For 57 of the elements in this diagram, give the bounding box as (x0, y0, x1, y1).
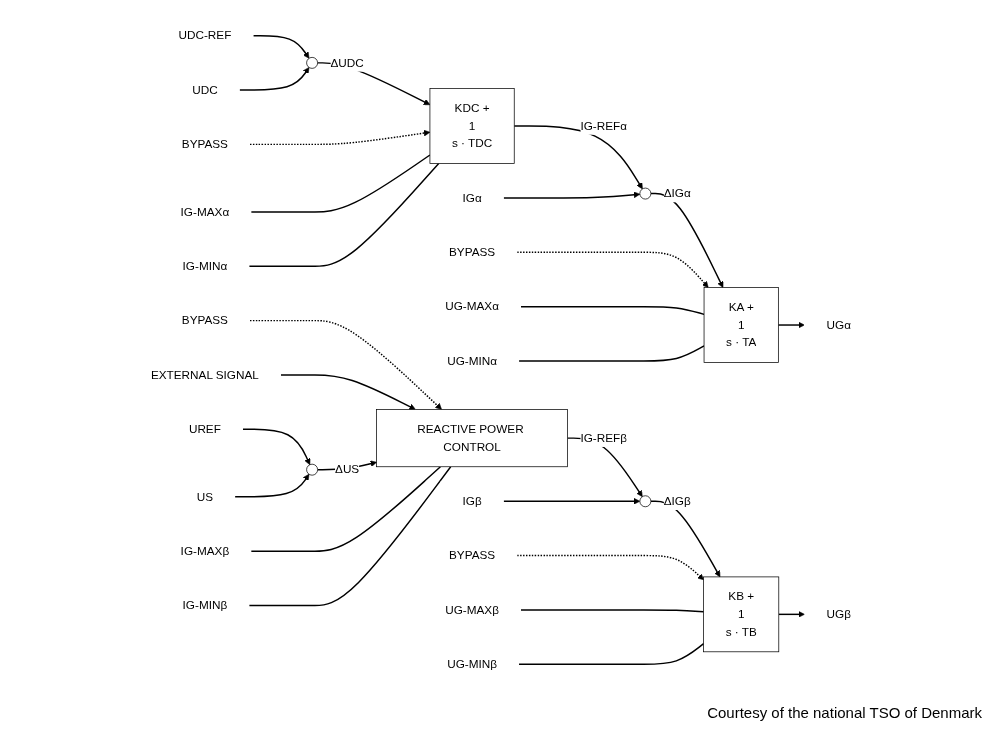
connector (250, 466, 442, 552)
arrow (239, 67, 310, 91)
edge-label: ΔUDC (330, 56, 364, 69)
arrow (249, 129, 431, 146)
connector (248, 466, 452, 607)
arrow (252, 34, 310, 59)
node-circle (639, 187, 652, 200)
node-text: UG-MAXβ (445, 603, 500, 616)
node-text: UREF (188, 422, 221, 436)
node-text: BYPASS (449, 548, 496, 562)
node-text: IG-MAXα (180, 205, 230, 218)
arrow (650, 192, 724, 288)
edge-label: ΔUS (335, 463, 360, 476)
node-text: BYPASS (181, 314, 229, 327)
node-text: US (196, 490, 214, 503)
node-text: IG-MAXβ (180, 544, 230, 558)
node-text: UDC-REF (178, 29, 232, 42)
node-circle (639, 495, 652, 508)
node-text: UG-MAXα (445, 300, 500, 313)
arrow (503, 191, 641, 199)
edge-label: ΔIGβ (663, 494, 691, 508)
edge-label: IG-REFα (580, 119, 628, 132)
node-box: KDC + 1 s · TDC (429, 88, 515, 164)
node-text: UG-MINβ (447, 657, 498, 671)
arrow (249, 319, 442, 410)
node-text: IG-MINβ (182, 598, 228, 612)
connector (518, 345, 705, 362)
arrow (234, 473, 310, 498)
node-text: IG-MINα (182, 259, 228, 273)
node-box: KA + 1 s · TA (703, 287, 779, 363)
node-box: REACTIVE POWER CONTROL (376, 409, 568, 468)
node-text: IGβ (462, 494, 482, 508)
arrow (503, 498, 641, 505)
node-circle (306, 57, 319, 69)
edge-label: IG-REFβ (580, 431, 628, 444)
node-text: UDC (192, 83, 218, 96)
connector (248, 162, 440, 267)
arrow (280, 374, 416, 410)
node-text: UGβ (826, 607, 851, 621)
edge-label: ΔIGα (663, 186, 691, 200)
node-text: BYPASS (449, 245, 496, 259)
connector (520, 305, 705, 316)
arrow (513, 125, 643, 190)
node-text: EXTERNAL SIGNAL (150, 368, 259, 381)
arrow (777, 321, 805, 329)
node-text: UG-MINα (447, 354, 498, 367)
node-box: KB + 1 s · TB (703, 576, 780, 653)
arrow (242, 428, 311, 465)
arrow (778, 611, 805, 618)
connector (250, 154, 431, 213)
node-circle (306, 463, 319, 476)
node-text: UGα (826, 318, 852, 331)
caption: Courtesy of the national TSO of Denmark (707, 704, 982, 721)
node-text: BYPASS (181, 137, 229, 151)
connector (520, 609, 705, 613)
node-text: IGα (462, 191, 482, 204)
connector (518, 642, 705, 665)
